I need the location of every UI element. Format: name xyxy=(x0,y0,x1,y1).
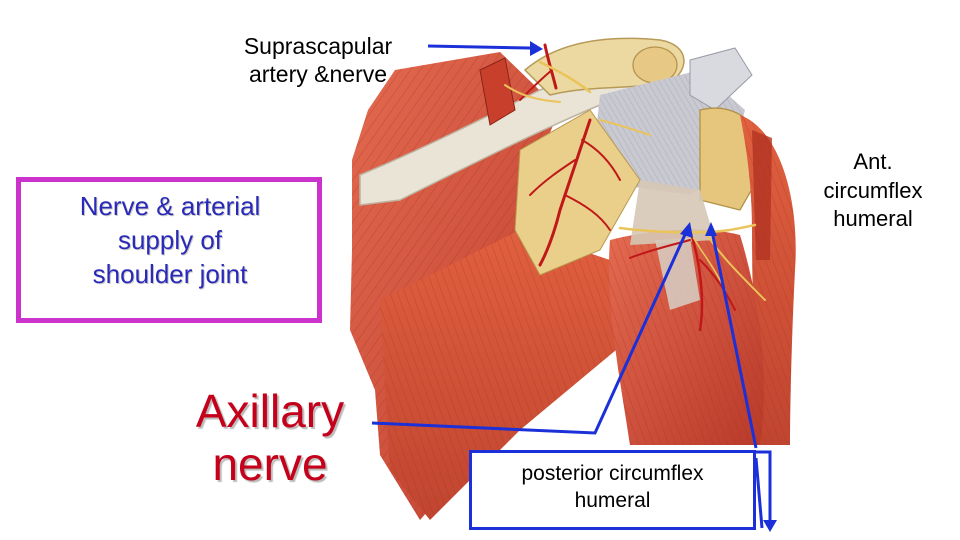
bone-surface xyxy=(514,109,641,276)
arm-muscles xyxy=(609,180,764,445)
title-box xyxy=(16,177,322,323)
ant-label-line3: humeral xyxy=(833,206,913,232)
posterior-circumflex-arrowhead xyxy=(705,222,717,236)
nerves xyxy=(504,60,766,301)
ant-label-line2: circumflex xyxy=(823,177,923,203)
suprascapular-arrowhead xyxy=(530,41,543,56)
suprascapular-label-line1: Suprascapular xyxy=(243,33,393,59)
posterior-box-right-tick xyxy=(754,457,764,529)
posterior-circumflex-pointer-2 xyxy=(756,450,772,525)
axillary-line1: Axillary xyxy=(195,385,345,437)
posterior-circumflex-box xyxy=(469,450,756,530)
slide-title: Nerve & arterial supply of shoulder join… xyxy=(30,190,310,291)
post-label-line2: humeral xyxy=(574,489,651,513)
anterior-circumflex-humeral-label: Ant. circumflex humeral xyxy=(808,148,938,234)
posterior-circumflex-pointer xyxy=(710,230,758,449)
suprascapular-label-line2: artery &nerve xyxy=(248,60,388,87)
suprascapular-artery-nerve-label: Suprascapular artery &nerve xyxy=(208,33,428,88)
axillary-pointer xyxy=(371,227,690,435)
axillary-nerve-label: Axillary nerve xyxy=(150,385,390,491)
title-line3: shoulder joint xyxy=(92,258,248,289)
posterior-circumflex-arrowhead-2 xyxy=(763,520,777,532)
deltoid-muscle xyxy=(740,115,796,445)
post-label-line1: posterior circumflex xyxy=(521,462,704,485)
ant-label-line1: Ant. xyxy=(853,149,893,174)
title-line2: supply of xyxy=(117,224,223,255)
axillary-line2: nerve xyxy=(212,437,328,490)
axillary-arrowhead xyxy=(680,222,693,238)
pointer-lines xyxy=(371,41,777,532)
title-line1: Nerve & arterial xyxy=(79,191,261,221)
cut-muscle-stump xyxy=(479,57,516,126)
posterior-circumflex-humeral-label: posterior circumflex humeral xyxy=(472,460,753,515)
suprascapular-pointer xyxy=(427,44,531,50)
arteries xyxy=(519,43,736,332)
